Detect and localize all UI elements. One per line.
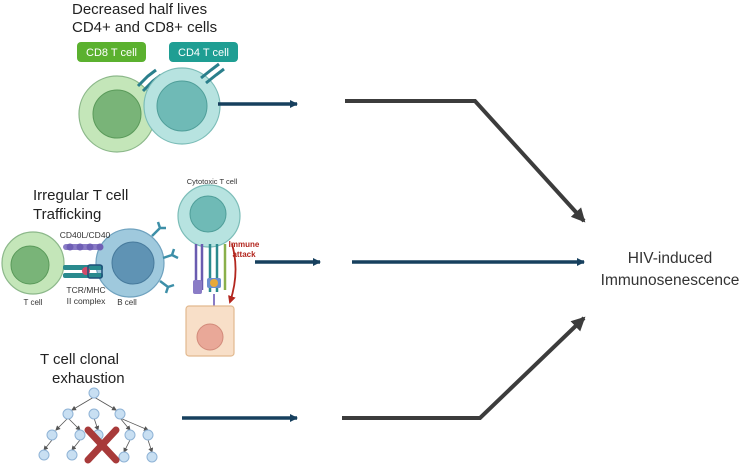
top-title-line1: Decreased half lives bbox=[72, 1, 207, 18]
bot-title-line2: exhaustion bbox=[52, 370, 125, 387]
t-cell-label: T cell bbox=[24, 298, 43, 307]
cd4-badge-label: CD4 T cell bbox=[178, 47, 229, 59]
outcome-line1: HIV-induced bbox=[628, 250, 712, 267]
immune-label-line1: Immune bbox=[229, 240, 260, 249]
cytotoxic-label: Cytotoxic T cell bbox=[187, 177, 238, 186]
cd8-t-cell bbox=[78, 75, 156, 153]
mid-title-line1: Irregular T cell bbox=[33, 187, 128, 204]
tcr-mhc-complex bbox=[63, 264, 103, 279]
panel-clonal-exhaustion: T cell clonal exhaustion bbox=[38, 351, 298, 464]
synapse-receptors bbox=[193, 244, 227, 308]
converge-bottom-arrow bbox=[342, 316, 586, 420]
b-cell-antibodies bbox=[151, 221, 179, 294]
tcr-label-line2: II complex bbox=[67, 296, 106, 306]
clonal-tree bbox=[38, 387, 158, 463]
immune-attack-arrow bbox=[228, 243, 237, 304]
cd4-t-cell bbox=[143, 67, 221, 145]
b-cell bbox=[95, 228, 165, 298]
panel-irregular-trafficking: Irregular T cell Trafficking T cell B ce… bbox=[1, 177, 585, 357]
target-cell bbox=[185, 305, 235, 357]
b-cell-label: B cell bbox=[117, 298, 137, 307]
exhaustion-x-mark bbox=[84, 426, 120, 464]
outcome-label: HIV-induced Immunosenescence bbox=[601, 250, 740, 289]
immune-label-line2: attack bbox=[232, 250, 256, 259]
panel-decreased-half-lives: Decreased half lives CD4+ and CD8+ cells… bbox=[72, 1, 298, 153]
cd40-interaction bbox=[63, 243, 104, 251]
mid-title-line2: Trafficking bbox=[33, 206, 101, 223]
cytotoxic-t-cell bbox=[177, 184, 241, 248]
outcome-line2: Immunosenescence bbox=[601, 272, 740, 289]
t-cell bbox=[1, 231, 65, 295]
tcr-label-line1: TCR/MHC bbox=[66, 285, 105, 295]
converging-arrows bbox=[342, 99, 586, 420]
cd8-badge-label: CD8 T cell bbox=[86, 47, 137, 59]
cd4-receptor bbox=[200, 62, 225, 85]
bot-title-line1: T cell clonal bbox=[40, 351, 119, 368]
cd8-badge bbox=[77, 42, 146, 62]
top-title-line2: CD4+ and CD8+ cells bbox=[72, 19, 217, 36]
cd4-badge bbox=[169, 42, 238, 62]
converge-top-arrow bbox=[345, 99, 586, 223]
cd40-label: CD40L/CD40 bbox=[60, 230, 111, 240]
